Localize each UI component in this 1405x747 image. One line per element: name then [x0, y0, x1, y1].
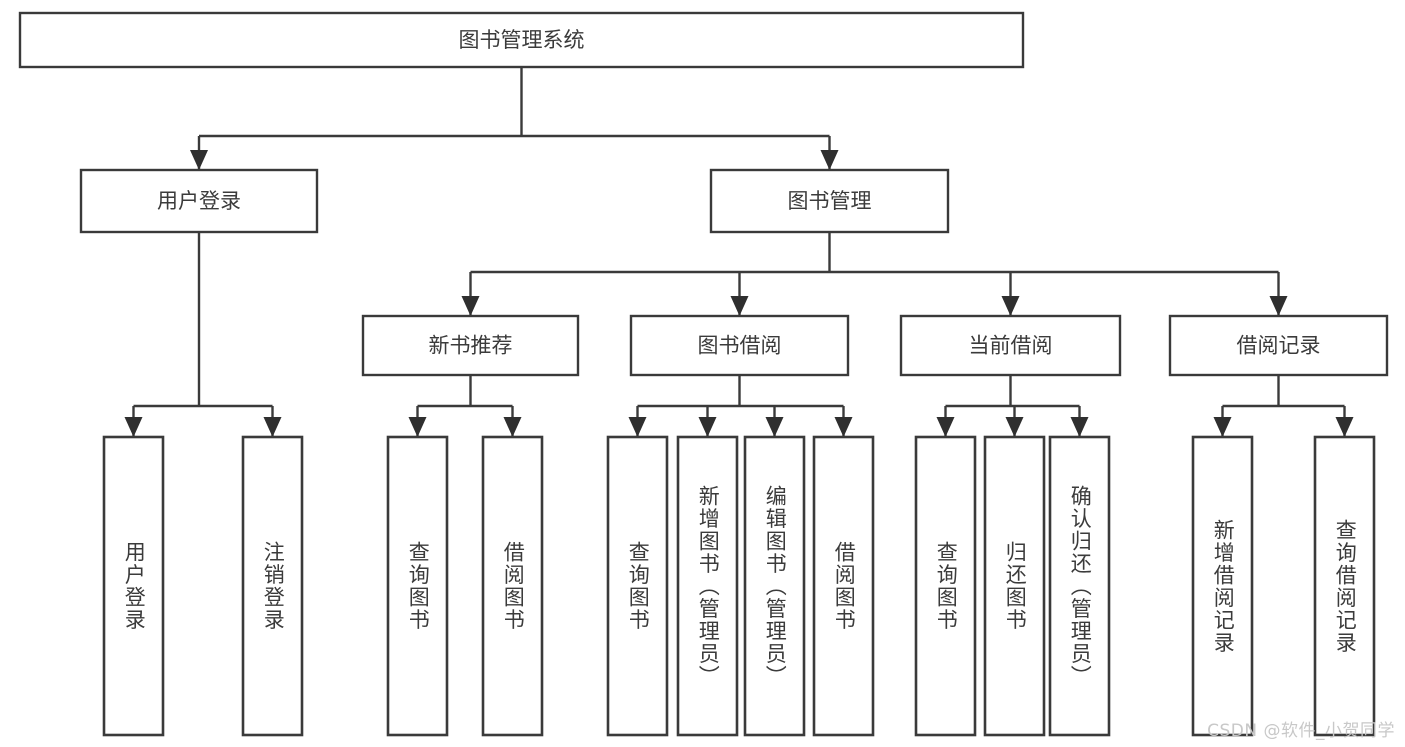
node-label-book-manage: 图书管理: [788, 189, 872, 213]
node-label-new-book-recommend: 新书推荐: [429, 334, 513, 358]
node-label-user-login: 用户登录: [157, 189, 241, 213]
arrow-head-icon-leaf-query-record: [1335, 417, 1354, 437]
node-box-leaf-borrow-book-1[interactable]: [481, 435, 544, 737]
arrow-head-icon-leaf-confirm-return: [1070, 417, 1089, 437]
node-box-book-manage[interactable]: [709, 168, 950, 234]
node-label-root: 图书管理系统: [459, 28, 585, 52]
arrow-head-icon-book-borrow: [730, 296, 749, 316]
node-box-current-borrow[interactable]: [899, 314, 1122, 377]
node-box-user-login[interactable]: [79, 168, 319, 234]
arrow-head-icon-leaf-add-book: [698, 417, 717, 437]
node-label-borrow-record: 借阅记录: [1237, 334, 1321, 358]
node-label-book-borrow: 图书借阅: [698, 334, 782, 358]
node-box-leaf-logout[interactable]: [241, 435, 304, 737]
arrow-head-icon-user-login: [190, 150, 208, 170]
node-box-leaf-query-record[interactable]: [1313, 435, 1376, 737]
node-box-leaf-borrow-book-2[interactable]: [812, 435, 875, 737]
node-box-leaf-query-book-3[interactable]: [914, 435, 977, 737]
arrow-head-icon-leaf-query-book-3: [936, 417, 955, 437]
arrow-head-icon-leaf-user-login: [124, 417, 143, 437]
arrow-head-icon-leaf-query-book-2: [628, 417, 647, 437]
node-box-leaf-confirm-return[interactable]: [1048, 435, 1111, 737]
arrow-head-icon-leaf-logout: [263, 417, 282, 437]
node-box-leaf-return-book[interactable]: [983, 435, 1046, 737]
arrow-head-icon-leaf-borrow-book-2: [834, 417, 853, 437]
node-box-leaf-query-book-2[interactable]: [606, 435, 669, 737]
node-box-leaf-edit-book[interactable]: [743, 435, 806, 737]
node-box-root[interactable]: [18, 11, 1025, 69]
arrow-head-icon-leaf-edit-book: [765, 417, 784, 437]
connector-edges: [124, 67, 1354, 437]
node-box-leaf-user-login[interactable]: [102, 435, 165, 737]
node-box-borrow-record[interactable]: [1168, 314, 1389, 377]
arrow-head-icon-borrow-record: [1269, 296, 1288, 316]
arrow-head-icon-book-manage: [820, 150, 839, 170]
node-label-current-borrow: 当前借阅: [969, 334, 1053, 358]
arrow-head-icon-leaf-query-book-1: [408, 417, 427, 437]
node-box-leaf-query-book-1[interactable]: [386, 435, 449, 737]
node-box-leaf-add-record[interactable]: [1191, 435, 1254, 737]
arrow-head-icon-current-borrow: [1001, 296, 1020, 316]
node-box-new-book-recommend[interactable]: [361, 314, 580, 377]
node-boxes: [18, 11, 1389, 737]
arrow-head-icon-leaf-return-book: [1005, 417, 1024, 437]
arrow-head-icon-leaf-add-record: [1213, 417, 1232, 437]
node-box-leaf-add-book[interactable]: [676, 435, 739, 737]
node-box-book-borrow[interactable]: [629, 314, 850, 377]
arrow-head-icon-leaf-borrow-book-1: [503, 417, 522, 437]
watermark-text: CSDN @软件_小贺同学: [1207, 721, 1395, 741]
arrow-head-icon-new-book-recommend: [461, 296, 480, 316]
